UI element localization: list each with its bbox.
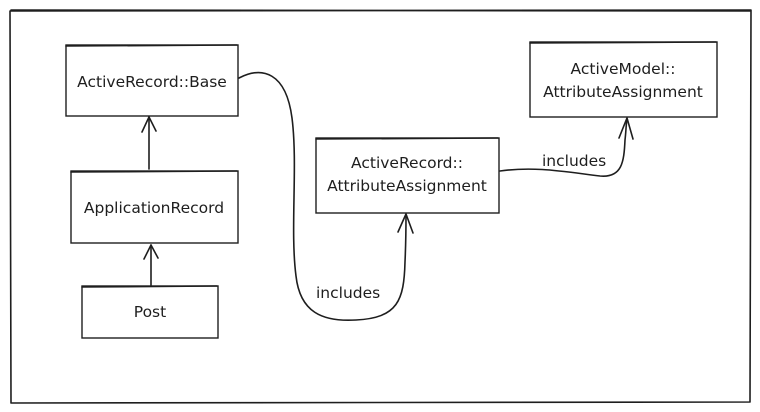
node-applicationrecord-label: ApplicationRecord (84, 199, 224, 217)
node-activerecord-base-label: ActiveRecord::Base (77, 73, 227, 91)
edge-ar-attr-includes-label: includes (542, 152, 606, 170)
node-applicationrecord[interactable]: ApplicationRecord (70, 170, 239, 244)
node-activemodel-attributeassignment-line1: ActiveModel:: (571, 60, 676, 78)
edge-base-includes-label: includes (316, 284, 380, 302)
node-post[interactable]: Post (81, 285, 219, 339)
edge-base-includes-ar-attributeassignment: includes (238, 71, 414, 322)
node-post-label: Post (134, 303, 166, 321)
edge-ar-attr-includes-am-attr: includes (499, 117, 634, 177)
node-activerecord-attributeassignment-line2: AttributeAssignment (327, 177, 487, 195)
node-activerecord-attributeassignment[interactable]: ActiveRecord:: AttributeAssignment (315, 137, 500, 214)
edge-post-to-applicationrecord (143, 244, 159, 286)
node-activemodel-attributeassignment[interactable]: ActiveModel:: AttributeAssignment (529, 41, 718, 118)
node-activemodel-attributeassignment-line2: AttributeAssignment (543, 83, 703, 101)
node-activerecord-base[interactable]: ActiveRecord::Base (65, 44, 239, 117)
node-activerecord-attributeassignment-line1: ActiveRecord:: (351, 154, 463, 172)
edge-applicationrecord-to-base (141, 116, 157, 170)
outer-frame (9, 9, 752, 404)
